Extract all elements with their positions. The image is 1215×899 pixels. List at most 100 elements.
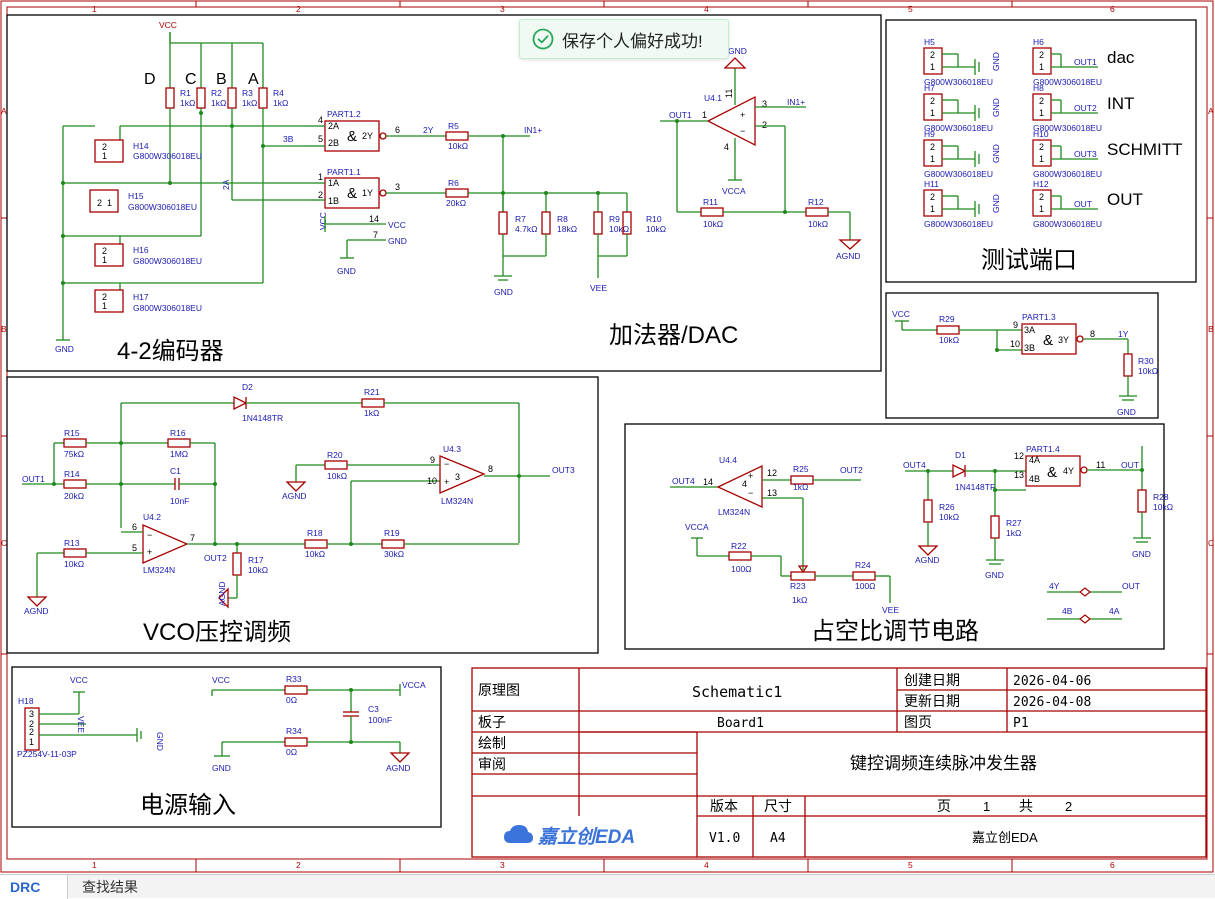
svg-text:R9: R9 <box>609 214 620 224</box>
svg-text:GND: GND <box>1117 407 1136 417</box>
svg-text:10kΩ: 10kΩ <box>646 224 666 234</box>
svg-text:9: 9 <box>430 455 435 465</box>
svg-text:20kΩ: 20kΩ <box>64 491 84 501</box>
header-h14 <box>94 139 124 163</box>
test-left-ref-0: H5 <box>924 37 935 47</box>
encoder-letter-b: B <box>216 71 227 88</box>
test-right-net-1: OUT2 <box>1074 103 1097 113</box>
resistor-r5 <box>445 131 469 141</box>
svg-text:OUT4: OUT4 <box>672 476 695 486</box>
svg-text:R28: R28 <box>1153 492 1169 502</box>
gate-part14 <box>1025 455 1081 487</box>
svg-text:4: 4 <box>318 115 323 125</box>
svg-text:IN1+: IN1+ <box>524 125 542 135</box>
test-right-part-1: G800W306018EU <box>1033 123 1102 133</box>
svg-text:1: 1 <box>983 799 990 814</box>
svg-text:+: + <box>444 477 449 487</box>
svg-text:20kΩ: 20kΩ <box>446 198 466 208</box>
svg-text:R26: R26 <box>939 502 955 512</box>
power-circuit: H18 3 2 2 1 PZ254V-11-03P VCC VEE GND VC… <box>17 674 426 773</box>
svg-text:4: 4 <box>724 142 729 152</box>
svg-text:2: 2 <box>1039 142 1044 152</box>
encoder-letter-d: D <box>144 71 156 88</box>
svg-text:2: 2 <box>1039 192 1044 202</box>
svg-text:H18: H18 <box>18 696 34 706</box>
svg-text:10nF: 10nF <box>170 496 189 506</box>
test-header-right-3 <box>1032 189 1052 217</box>
svg-text:2Y: 2Y <box>362 131 373 141</box>
svg-text:12: 12 <box>1014 451 1024 461</box>
r4-ref: R4 <box>273 88 284 98</box>
svg-text:V1.0: V1.0 <box>709 831 740 846</box>
svg-text:AGND: AGND <box>386 763 411 773</box>
resistor-r15 <box>63 438 87 448</box>
gate-gnd-label: GND <box>337 266 356 276</box>
test-right-ref-3: H12 <box>1033 179 1049 189</box>
test-header-left-2 <box>923 139 943 167</box>
check-circle-icon <box>532 28 554 50</box>
svg-text:U4.2: U4.2 <box>143 512 161 522</box>
svg-text:版本: 版本 <box>710 798 738 814</box>
tab-drc[interactable]: DRC <box>0 875 68 899</box>
h14-pin2: 2 <box>102 142 107 152</box>
h15-pins-b: 1 <box>107 198 112 208</box>
svg-text:LM324N: LM324N <box>718 507 750 517</box>
svg-text:R15: R15 <box>64 428 80 438</box>
svg-text:100nF: 100nF <box>368 715 392 725</box>
svg-text:R23: R23 <box>790 581 806 591</box>
resistor-r6 <box>445 188 469 198</box>
ruler-col-5: 5 <box>908 4 913 14</box>
opamp-u42 <box>142 524 189 564</box>
ruler-row-b-r: B <box>1208 324 1214 334</box>
svg-text:3A: 3A <box>1024 325 1035 335</box>
resistor-r18 <box>304 539 328 549</box>
resistor-r16 <box>167 438 191 448</box>
resistor-r14 <box>63 479 87 489</box>
schematic-canvas[interactable]: 1 2 3 4 5 6 1 2 3 4 5 6 A B C A B C 4-2编… <box>0 0 1215 874</box>
svg-text:1kΩ: 1kΩ <box>364 408 379 418</box>
encoder-adder-frame <box>6 14 882 372</box>
svg-text:R8: R8 <box>557 214 568 224</box>
tab-find-results[interactable]: 查找结果 <box>82 879 138 895</box>
svg-text:原理图: 原理图 <box>478 682 520 698</box>
resistor-r12 <box>805 207 829 217</box>
vco-frame <box>6 376 599 654</box>
svg-text:VCC: VCC <box>212 675 230 685</box>
test-right-label-0: dac <box>1107 48 1135 67</box>
title-block <box>471 667 1207 858</box>
resistor-r27 <box>990 515 1000 539</box>
svg-text:U4.4: U4.4 <box>719 455 737 465</box>
test-left-part-3: G800W306018EU <box>924 219 993 229</box>
svg-text:D2: D2 <box>242 382 253 392</box>
svg-text:R7: R7 <box>515 214 526 224</box>
gate-part13 <box>1021 323 1077 355</box>
svg-text:VCCA: VCCA <box>722 186 746 196</box>
svg-text:5: 5 <box>318 134 323 144</box>
svg-text:1kΩ: 1kΩ <box>792 595 807 605</box>
svg-text:1: 1 <box>930 204 935 214</box>
svg-text:AGND: AGND <box>217 581 227 606</box>
svg-text:+: + <box>740 110 745 120</box>
svg-text:页: 页 <box>937 798 951 814</box>
svg-text:VCC: VCC <box>70 675 88 685</box>
svg-text:−: − <box>444 459 449 469</box>
resistor-r7 <box>498 211 508 235</box>
svg-text:12: 12 <box>767 468 777 478</box>
svg-text:&: & <box>347 128 357 145</box>
svg-text:R16: R16 <box>170 428 186 438</box>
resistor-r21 <box>361 398 385 408</box>
svg-text:1N4148TR: 1N4148TR <box>242 413 283 423</box>
net-label-3b: 3B <box>283 134 294 144</box>
svg-text:OUT: OUT <box>1122 581 1140 591</box>
test-left-ref-2: H9 <box>924 129 935 139</box>
svg-text:IN1+: IN1+ <box>787 97 805 107</box>
svg-text:R14: R14 <box>64 469 80 479</box>
ruler-col-4b: 4 <box>704 860 709 870</box>
h17-ref: H17 <box>133 292 149 302</box>
svg-text:10kΩ: 10kΩ <box>1153 502 1173 512</box>
svg-text:LM324N: LM324N <box>441 496 473 506</box>
h16-part: G800W306018EU <box>133 256 202 266</box>
svg-text:9: 9 <box>1013 320 1018 330</box>
svg-text:10kΩ: 10kΩ <box>808 219 828 229</box>
